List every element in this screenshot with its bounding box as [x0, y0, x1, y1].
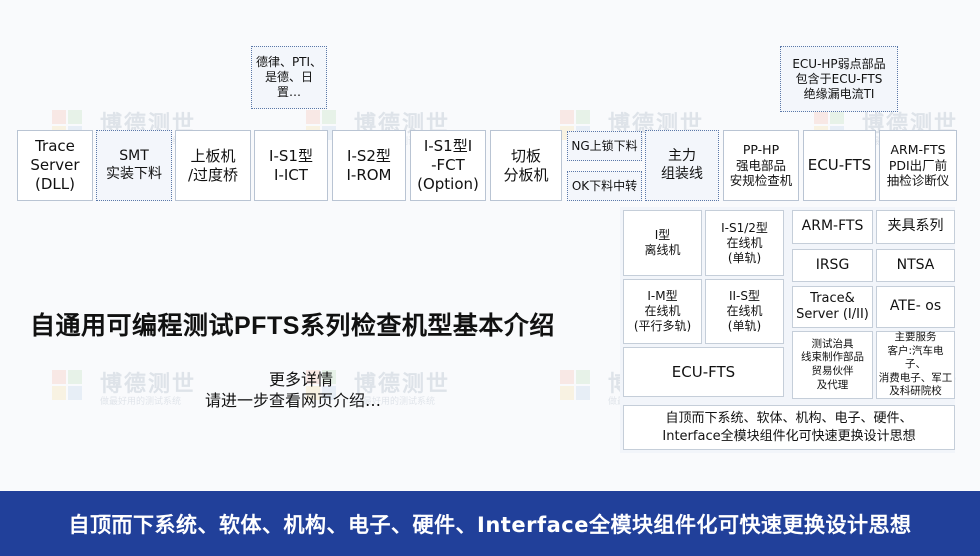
process-main-assembly: 主力 组装线	[645, 130, 719, 201]
machine-i-offline: I型 离线机	[623, 210, 702, 276]
product-arm-fts: ARM-FTS	[792, 210, 873, 244]
process-ecu-fts: ECU-FTS	[803, 130, 876, 201]
page-title: 自通用可编程测试PFTS系列检查机型基本介绍	[30, 312, 555, 340]
process-i-s1-ict: I-S1型 I-ICT	[254, 130, 328, 201]
watermark-logo-icon	[52, 370, 82, 400]
machine-i-s12-inline: I-S1/2型 在线机 (单轨)	[705, 210, 784, 276]
process-arm-fts: ARM-FTS PDI出厂前 抽检诊断仪	[879, 130, 957, 201]
process-board-splitter: 切板 分板机	[490, 130, 562, 201]
watermark: 博德测世做最好用的测试系统	[306, 366, 466, 407]
machine-i-m-inline: I-M型 在线机 (平行多轨)	[623, 279, 702, 344]
process-loader-bridge: 上板机 /过度桥	[175, 130, 251, 201]
watermark-logo-icon	[306, 370, 336, 400]
machine-ii-s-inline: II-S型 在线机 (单轨)	[705, 279, 784, 344]
note-competitors: 德律、PTI、 是德、日 置…	[251, 46, 327, 109]
product-fixture-series: 夹具系列	[876, 210, 955, 244]
watermark-logo-icon	[560, 370, 590, 400]
more-details-hint: 请进一步查看网页介绍…	[205, 391, 382, 410]
machine-ecu-fts: ECU-FTS	[623, 347, 784, 397]
process-trace-server: Trace Server (DLL)	[17, 130, 93, 201]
panel-design-note: 自顶而下系统、软体、机构、电子、硬件、 Interface全模块组件化可快速更换…	[623, 405, 955, 450]
watermark: 博德测世做最好用的测试系统	[52, 366, 212, 407]
process-ok-unload-transfer: OK下料中转	[567, 171, 642, 201]
more-details-label: 更多详情	[269, 370, 334, 389]
note-ecu-hp: ECU-HP弱点部品 包含于ECU-FTS 绝缘漏电流TI	[780, 46, 898, 112]
product-trace-server: Trace& Server (I/II)	[792, 286, 873, 328]
product-ate-os: ATE- os	[876, 286, 955, 328]
product-partner: 测试治具 线束制作部品 贸易伙伴 及代理	[792, 331, 873, 399]
process-smt-unload: SMT 实装下料	[96, 130, 172, 201]
footer-banner: 自顶而下系统、软体、机构、电子、硬件、Interface全模块组件化可快速更换设…	[0, 491, 980, 556]
process-i-s2-rom: I-S2型 I-ROM	[332, 130, 406, 201]
process-pp-hp: PP-HP 强电部品 安规检查机	[723, 130, 799, 201]
product-irsg: IRSG	[792, 249, 873, 282]
product-ntsa: NTSA	[876, 249, 955, 282]
product-service: 主要服务 客户:汽车电子、 消费电子、军工 及科研院校	[876, 331, 955, 399]
process-ng-lock-unload: NG上锁下料	[567, 131, 642, 161]
process-i-s1-fct: I-S1型I -FCT (Option)	[410, 130, 486, 201]
